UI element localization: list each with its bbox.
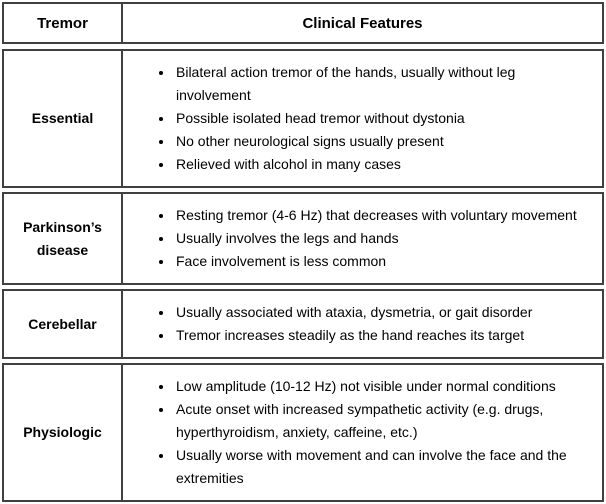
features-list: Resting tremor (4-6 Hz) that decreases w… — [123, 194, 587, 283]
header-cell-clinical-features: Clinical Features — [121, 4, 602, 42]
tremor-type-label: Physiologic — [23, 424, 102, 440]
clinical-features-cell: Resting tremor (4-6 Hz) that decreases w… — [121, 194, 602, 283]
table-row-physiologic: Physiologic Low amplitude (10-12 Hz) not… — [2, 363, 604, 502]
feature-item: Low amplitude (10-12 Hz) not visible und… — [174, 375, 592, 398]
header-label-clinical-features: Clinical Features — [302, 14, 423, 32]
feature-item: Acute onset with increased sympathetic a… — [174, 398, 592, 444]
table-header-row: Tremor Clinical Features — [2, 2, 604, 44]
feature-item: Usually involves the legs and hands — [174, 227, 577, 250]
feature-item: Tremor increases steadily as the hand re… — [174, 324, 532, 347]
feature-item: No other neurological signs usually pres… — [174, 130, 592, 153]
clinical-features-cell: Usually associated with ataxia, dysmetri… — [121, 291, 602, 357]
table-row-cerebellar: Cerebellar Usually associated with ataxi… — [2, 289, 604, 359]
tremor-type-cell: Essential — [4, 51, 121, 186]
tremor-type-label: Parkinson’s disease — [23, 218, 102, 258]
header-cell-tremor: Tremor — [4, 4, 121, 42]
table-row-essential: Essential Bilateral action tremor of the… — [2, 49, 604, 188]
feature-item: Possible isolated head tremor without dy… — [174, 107, 592, 130]
feature-item: Face involvement is less common — [174, 250, 577, 273]
tremor-type-label: Essential — [31, 110, 94, 126]
features-list: Low amplitude (10-12 Hz) not visible und… — [123, 365, 602, 500]
feature-item: Resting tremor (4-6 Hz) that decreases w… — [174, 204, 577, 227]
tremor-type-cell: Parkinson’s disease — [4, 194, 121, 283]
features-list: Usually associated with ataxia, dysmetri… — [123, 291, 542, 357]
feature-item: Relieved with alcohol in many cases — [174, 153, 592, 176]
table-row-parkinsons-disease: Parkinson’s disease Resting tremor (4-6 … — [2, 192, 604, 285]
header-label-tremor: Tremor — [37, 14, 88, 32]
feature-item: Usually worse with movement and can invo… — [174, 444, 592, 490]
feature-item: Bilateral action tremor of the hands, us… — [174, 61, 592, 107]
tremor-type-label: Cerebellar — [28, 315, 97, 332]
features-list: Bilateral action tremor of the hands, us… — [123, 51, 602, 186]
tremor-type-cell: Physiologic — [4, 365, 121, 500]
feature-item: Usually associated with ataxia, dysmetri… — [174, 301, 532, 324]
tremor-type-cell: Cerebellar — [4, 291, 121, 357]
clinical-features-cell: Low amplitude (10-12 Hz) not visible und… — [121, 365, 602, 500]
clinical-features-cell: Bilateral action tremor of the hands, us… — [121, 51, 602, 186]
